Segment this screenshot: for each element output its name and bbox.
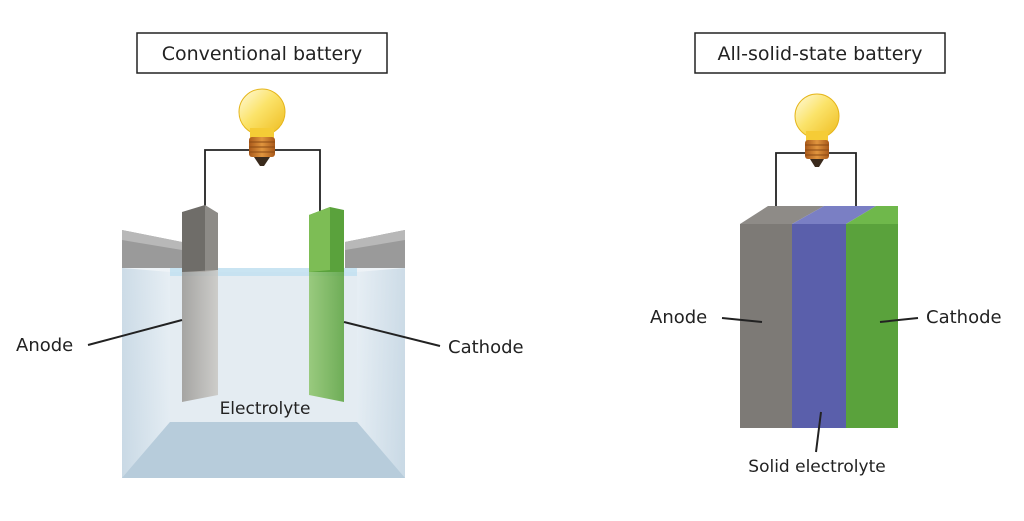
conventional-anode-label: Anode <box>16 335 73 356</box>
conventional-title-box <box>136 32 388 74</box>
solid-cathode-label: Cathode <box>926 307 1002 328</box>
conventional-battery: Conventional battery <box>16 32 524 478</box>
solid-cathode-layer <box>846 224 898 428</box>
light-bulb-icon <box>238 88 286 166</box>
wire-left <box>775 152 805 212</box>
wire-right <box>275 149 321 212</box>
cathode-electrode <box>309 207 344 402</box>
solid-anode-label: Anode <box>650 307 707 328</box>
solid-state-title: All-solid-state battery <box>718 43 923 65</box>
solid-electrolyte-label: Solid electrolyte <box>748 457 885 477</box>
anode-electrode <box>182 205 218 402</box>
anode-leader-line <box>87 319 183 346</box>
cathode-leader-line <box>343 321 441 347</box>
solid-cathode-leader-line <box>879 317 919 323</box>
wire-right <box>829 152 857 212</box>
solid-electrolyte-leader-line <box>815 411 822 453</box>
solid-state-title-box <box>694 32 946 74</box>
solid-state-battery: All-solid-state battery Anode Cathode So… <box>650 32 1002 477</box>
electrolyte-tank <box>122 268 405 478</box>
conventional-cathode-label: Cathode <box>448 337 524 358</box>
solid-anode-layer <box>740 224 792 428</box>
solid-electrolyte-layer <box>792 224 846 428</box>
solid-anode-leader-line <box>721 317 763 323</box>
electrolyte-label: Electrolyte <box>220 399 311 419</box>
light-bulb-icon <box>794 93 840 167</box>
wire-left <box>204 149 249 212</box>
conventional-title: Conventional battery <box>162 43 363 65</box>
